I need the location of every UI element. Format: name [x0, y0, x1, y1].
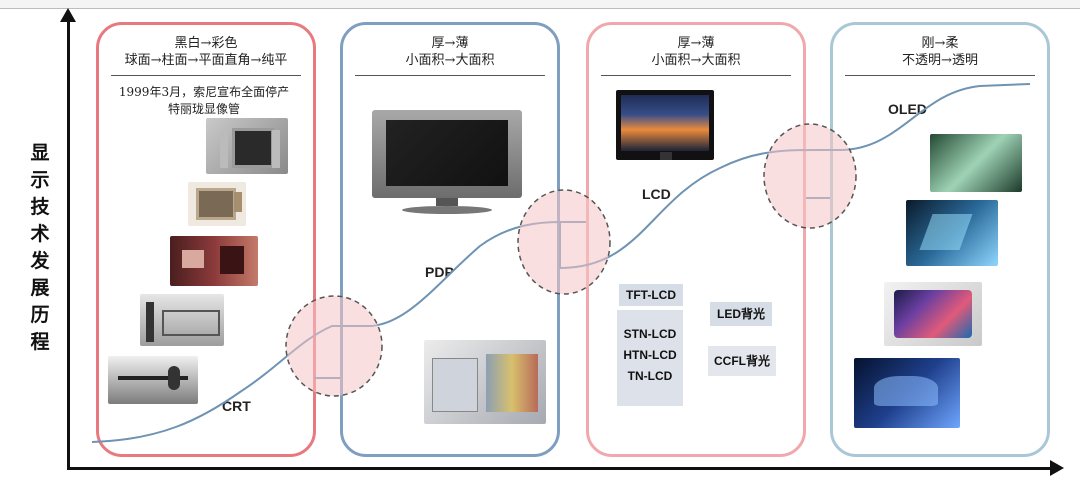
curved-oled-tv-image — [884, 282, 982, 346]
crt-tube-image — [108, 356, 198, 404]
transparent-phone-image — [906, 200, 998, 266]
crt-note: 1999年3月，索尼宣布全面停产 特丽珑显像管 — [106, 84, 302, 118]
retro-tv-image — [188, 182, 246, 226]
stage-crt-box: 黑白→彩色 球面→柱面→平面直角→纯平 — [96, 22, 316, 457]
top-border — [0, 0, 1080, 9]
stn-lcd-label: STN-LCD — [623, 327, 677, 341]
y-axis-arrow — [60, 8, 76, 470]
stage-pdp-header: 厚→薄 小面积→大面积 — [355, 35, 545, 69]
plasma-tv-image — [372, 110, 522, 216]
led-backlight-badge: LED背光 — [710, 302, 772, 326]
stage-crt-head-line2: 球面→柱面→平面直角→纯平 — [124, 53, 288, 68]
stage-oled-divider — [845, 75, 1035, 76]
lcd-tv-image — [616, 90, 714, 160]
transition-circle-crt-pdp — [285, 295, 383, 397]
stage-pdp-divider — [355, 75, 545, 76]
x-axis-arrow — [67, 460, 1064, 476]
stage-crt-head-line1: 黑白→彩色 — [174, 36, 238, 51]
stage-crt-divider — [111, 75, 301, 76]
crt-exhibit-image — [140, 294, 224, 346]
vintage-tv-scene-image — [170, 236, 258, 286]
stage-lcd-header: 厚→薄 小面积→大面积 — [601, 35, 791, 69]
flexible-display-image — [854, 358, 960, 428]
crt-monitor-image — [206, 118, 288, 174]
stage-lcd-divider — [601, 75, 791, 76]
stage-pdp-head-line2: 小面积→大面积 — [405, 53, 495, 68]
ccfl-backlight-badge: CCFL背光 — [708, 346, 776, 376]
y-axis-label: 显示技术发展历程 — [30, 142, 50, 353]
stage-crt-header: 黑白→彩色 球面→柱面→平面直角→纯平 — [111, 35, 301, 69]
transition-circle-pdp-lcd — [517, 189, 611, 295]
lcd-type-list: STN-LCD HTN-LCD TN-LCD — [617, 310, 683, 406]
lcd-label: LCD — [642, 186, 671, 202]
transition-circle-lcd-oled — [763, 123, 857, 229]
stage-lcd-head-line2: 小面积→大面积 — [651, 53, 741, 68]
crt-note-line1: 1999年3月，索尼宣布全面停产 — [118, 85, 290, 99]
oled-circuit-image — [930, 134, 1022, 192]
htn-lcd-label: HTN-LCD — [623, 348, 677, 362]
pdp-structure-image — [424, 340, 546, 424]
stage-oled-box: 刚→柔 不透明→透明 — [830, 22, 1050, 457]
oled-label: OLED — [888, 101, 927, 117]
stage-pdp-head-line1: 厚→薄 — [431, 36, 469, 51]
stage-oled-head-line1: 刚→柔 — [921, 36, 959, 51]
tft-lcd-badge: TFT-LCD — [619, 284, 683, 306]
stage-lcd-head-line1: 厚→薄 — [677, 36, 715, 51]
crt-label: CRT — [222, 398, 251, 414]
stage-oled-head-line2: 不透明→透明 — [902, 53, 978, 68]
crt-note-line2: 特丽珑显像管 — [167, 102, 240, 116]
tn-lcd-label: TN-LCD — [627, 369, 673, 383]
stage-oled-header: 刚→柔 不透明→透明 — [845, 35, 1035, 69]
